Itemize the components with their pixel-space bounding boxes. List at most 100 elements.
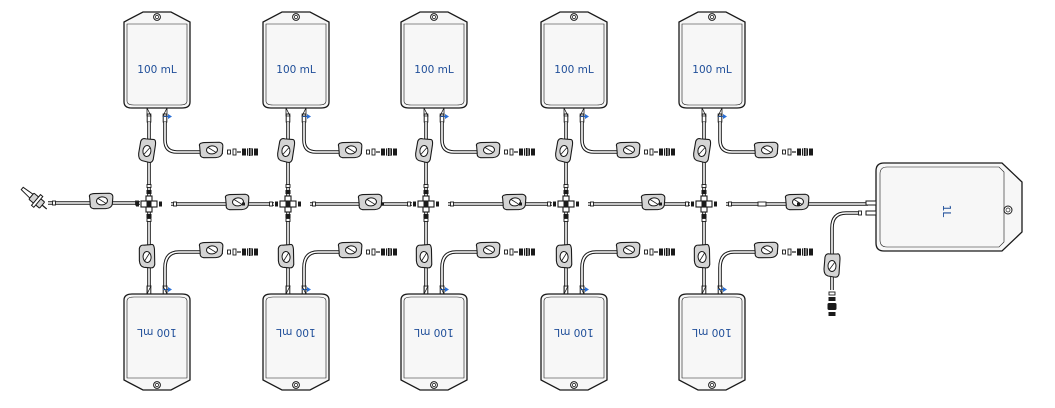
clamp-tick <box>624 246 634 253</box>
connector-tip <box>254 148 258 156</box>
connector-hub <box>519 148 523 156</box>
roller-clamp <box>415 137 434 164</box>
connector-cap <box>828 291 836 296</box>
luer-connector <box>649 148 675 156</box>
line-clip <box>701 184 707 188</box>
hanger-hole <box>292 13 300 21</box>
roller-clamp <box>693 243 711 269</box>
connector-cap <box>649 248 654 256</box>
large-bag-volume-label: 1L <box>940 205 952 218</box>
connector-hub <box>242 148 246 156</box>
line-clip <box>52 200 56 206</box>
line-clip <box>285 218 291 222</box>
manifold-port <box>423 190 429 194</box>
bag-neck <box>285 107 307 117</box>
small-bag: 100 mL <box>400 285 468 391</box>
roller-clamp <box>475 241 501 259</box>
inline-filter <box>757 201 767 207</box>
bag-neck <box>701 107 723 117</box>
bag-neck <box>423 285 445 295</box>
clamp-tick <box>207 146 217 153</box>
luer-connector <box>371 148 397 156</box>
hanger-hole <box>570 381 578 389</box>
line-clip <box>644 149 648 155</box>
manifold-port <box>146 190 152 194</box>
outlet-tube-bore <box>581 251 640 286</box>
clamp-tick <box>421 252 428 262</box>
clamp-tick <box>762 246 772 253</box>
tube-marker <box>659 202 662 206</box>
clamp-tick <box>484 146 494 153</box>
small-bag: 100 mL <box>400 11 468 117</box>
manifold-port <box>576 201 579 207</box>
manifold-port <box>275 201 278 207</box>
clamp-tick <box>624 146 634 153</box>
connector-tip <box>828 312 836 316</box>
manifold-port <box>285 214 291 218</box>
bag-neck <box>285 285 307 295</box>
bag-neck <box>146 107 168 117</box>
roller-clamp <box>337 241 363 259</box>
roller-clamp <box>753 141 779 159</box>
bag-body <box>540 11 608 109</box>
flow-arrow-icon <box>163 287 172 292</box>
line-clip <box>366 149 370 155</box>
manifold-port <box>691 201 694 207</box>
roller-clamp <box>138 243 156 269</box>
small-bag: 100 mL <box>678 11 746 117</box>
clamp-tick <box>346 246 356 253</box>
clamp-tick <box>420 147 428 155</box>
bag-volume-label: 100 mL <box>137 64 177 76</box>
clamp-tick <box>346 146 356 153</box>
bag-body <box>678 293 746 391</box>
connector-tip <box>254 248 258 256</box>
clamp-tick <box>793 198 803 205</box>
connector-hub <box>797 148 801 156</box>
hanger-hole <box>153 13 161 21</box>
line-clip <box>312 201 316 207</box>
connector-cap <box>232 248 237 256</box>
luer-connector <box>787 148 813 156</box>
bag-label-group: 100 mL <box>554 326 594 338</box>
manifold-port <box>413 201 416 207</box>
line-clip <box>227 249 231 255</box>
line-clip <box>858 210 862 216</box>
manifold-port <box>714 201 717 207</box>
small-bag: 100 mL <box>262 285 330 391</box>
line-clip <box>407 201 411 207</box>
clamp-tick <box>698 147 706 155</box>
manifold-core <box>563 201 569 207</box>
bag-seam <box>403 23 465 106</box>
bag-label-group: 100 mL <box>692 64 732 76</box>
manifold-port <box>563 214 569 218</box>
bag-neck <box>563 285 585 295</box>
hanger-hole-inner <box>294 15 298 19</box>
bag-body <box>400 293 468 391</box>
bag-label-group: 100 mL <box>414 64 454 76</box>
roller-clamp <box>198 141 224 159</box>
bag-seam <box>126 296 188 379</box>
hanger-hole <box>708 13 716 21</box>
bag-body <box>678 11 746 109</box>
bag-seam <box>126 23 188 106</box>
connector-cap <box>509 248 514 256</box>
clamp-tick <box>207 246 217 253</box>
manifold-cross <box>691 190 717 218</box>
connector-cap <box>371 248 376 256</box>
line-clip <box>423 218 429 222</box>
connector-body <box>247 248 253 256</box>
bag-label-group: 100 mL <box>276 64 316 76</box>
outlet-tube-bore <box>303 122 362 153</box>
luer-connector <box>232 248 258 256</box>
line-clip <box>285 184 291 188</box>
bag-volume-label: 100 mL <box>137 326 177 338</box>
outlet-tube-bore <box>441 122 500 153</box>
connector-cap <box>232 148 237 156</box>
line-clip <box>504 249 508 255</box>
spike-flange <box>30 193 44 208</box>
roller-clamp <box>823 253 841 278</box>
connector-body <box>524 248 530 256</box>
bag-volume-label: 100 mL <box>554 64 594 76</box>
manifold-port <box>563 190 569 194</box>
hanger-hole-inner <box>294 383 298 387</box>
